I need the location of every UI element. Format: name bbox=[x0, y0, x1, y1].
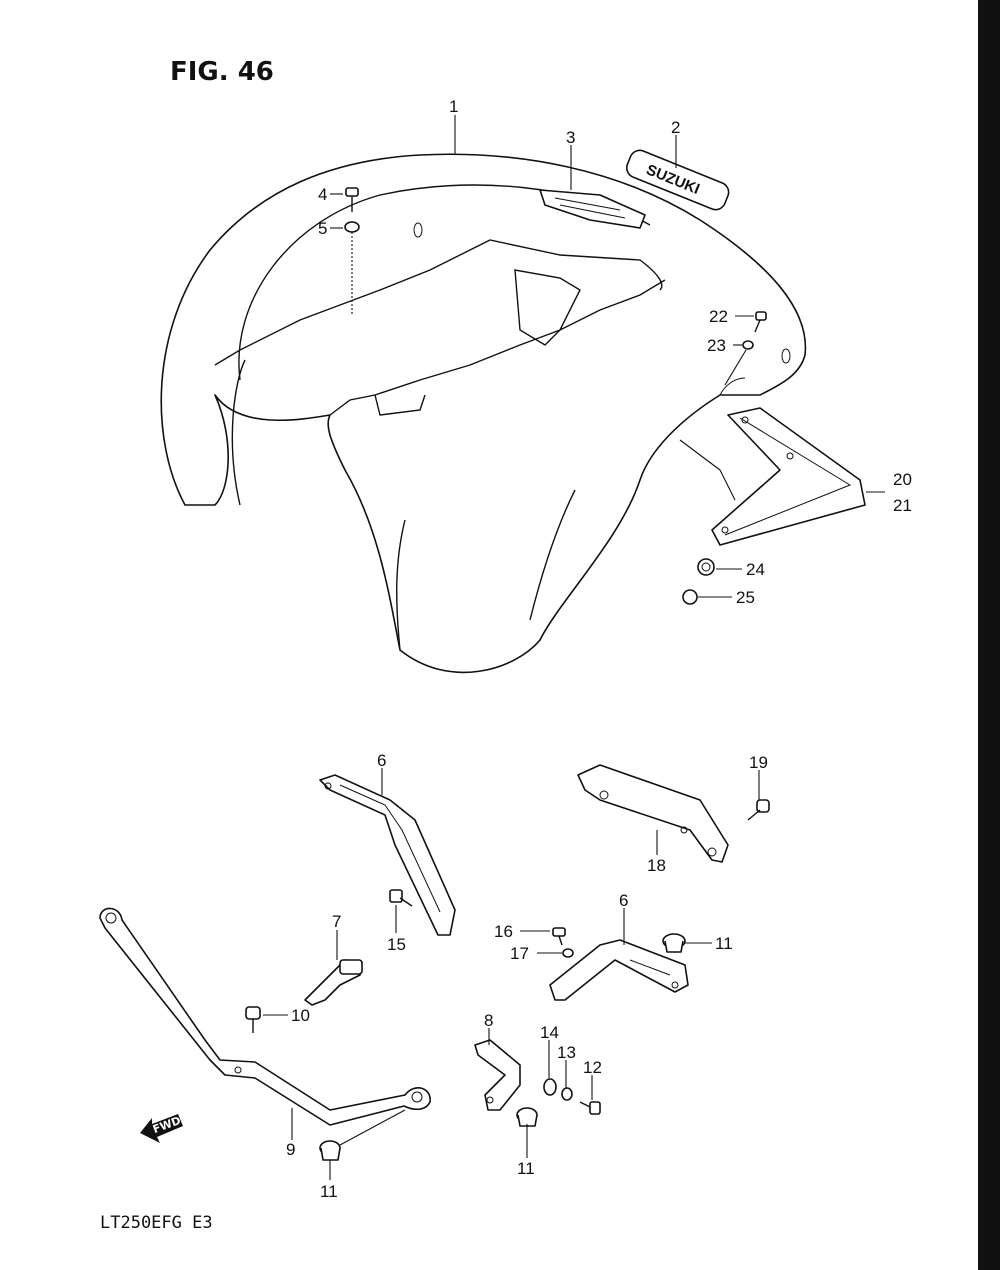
bolt-19 bbox=[747, 799, 770, 821]
washer-13 bbox=[561, 1087, 573, 1101]
callout-14: 14 bbox=[540, 1023, 559, 1042]
callout-20: 20 bbox=[893, 470, 912, 489]
bolt-10 bbox=[245, 1006, 261, 1033]
page-edge-bar bbox=[978, 0, 1000, 1270]
bracket-6-left bbox=[319, 774, 456, 936]
screw-4 bbox=[345, 187, 359, 212]
washer-14 bbox=[543, 1078, 557, 1096]
callout-15: 15 bbox=[387, 935, 406, 954]
grommet-11-left bbox=[319, 1140, 341, 1161]
grommet-11-right bbox=[662, 933, 686, 953]
nut-24 bbox=[697, 558, 715, 576]
grommet-11-middle bbox=[516, 1107, 538, 1127]
callout-11-right: 11 bbox=[715, 934, 733, 953]
callout-17: 17 bbox=[510, 944, 529, 963]
washer-17 bbox=[562, 948, 574, 958]
washer-23 bbox=[724, 340, 754, 386]
callout-18: 18 bbox=[647, 856, 666, 875]
callout-23: 23 bbox=[707, 336, 726, 355]
callout-10: 10 bbox=[291, 1006, 310, 1025]
figure-title: FIG. 46 bbox=[170, 57, 274, 87]
callout-5: 5 bbox=[318, 219, 327, 238]
callout-3: 3 bbox=[566, 128, 575, 147]
screw-16 bbox=[552, 927, 566, 946]
bracket-6-right bbox=[549, 939, 689, 1001]
side-guard bbox=[679, 407, 866, 546]
callout-21: 21 bbox=[893, 496, 912, 515]
rear-fender bbox=[160, 153, 807, 674]
bolt-15 bbox=[389, 889, 413, 907]
stay-9 bbox=[99, 907, 431, 1126]
callout-8: 8 bbox=[484, 1011, 493, 1030]
bracket-18 bbox=[577, 764, 729, 863]
callout-11-left: 11 bbox=[320, 1182, 338, 1201]
leader-lines bbox=[263, 115, 885, 1180]
screw-22 bbox=[754, 311, 767, 333]
callout-7: 7 bbox=[332, 912, 341, 931]
callout-labels: 1 2 3 4 5 6 6 7 8 9 10 11 11 11 12 13 14… bbox=[286, 97, 912, 1201]
callout-24: 24 bbox=[746, 560, 765, 579]
callout-9: 9 bbox=[286, 1140, 295, 1159]
callout-2: 2 bbox=[671, 118, 680, 137]
callout-4: 4 bbox=[318, 185, 327, 204]
model-code: LT250EFG E3 bbox=[100, 1213, 213, 1233]
callout-25: 25 bbox=[736, 588, 755, 607]
clamp-7 bbox=[304, 959, 363, 1006]
callout-6-lower: 6 bbox=[619, 891, 628, 910]
bolt-25 bbox=[682, 589, 698, 605]
bolt-12 bbox=[579, 1101, 601, 1115]
callout-19: 19 bbox=[749, 753, 768, 772]
callout-22: 22 bbox=[709, 307, 728, 326]
callout-16: 16 bbox=[494, 922, 513, 941]
callout-11-middle: 11 bbox=[517, 1159, 535, 1178]
callout-12: 12 bbox=[583, 1058, 602, 1077]
callout-1: 1 bbox=[449, 97, 458, 116]
callout-13: 13 bbox=[557, 1043, 576, 1062]
fwd-arrow-icon: FWD bbox=[140, 1114, 183, 1143]
washer-5 bbox=[344, 221, 360, 315]
callout-6-upper: 6 bbox=[377, 751, 386, 770]
bracket-8 bbox=[474, 1039, 521, 1111]
